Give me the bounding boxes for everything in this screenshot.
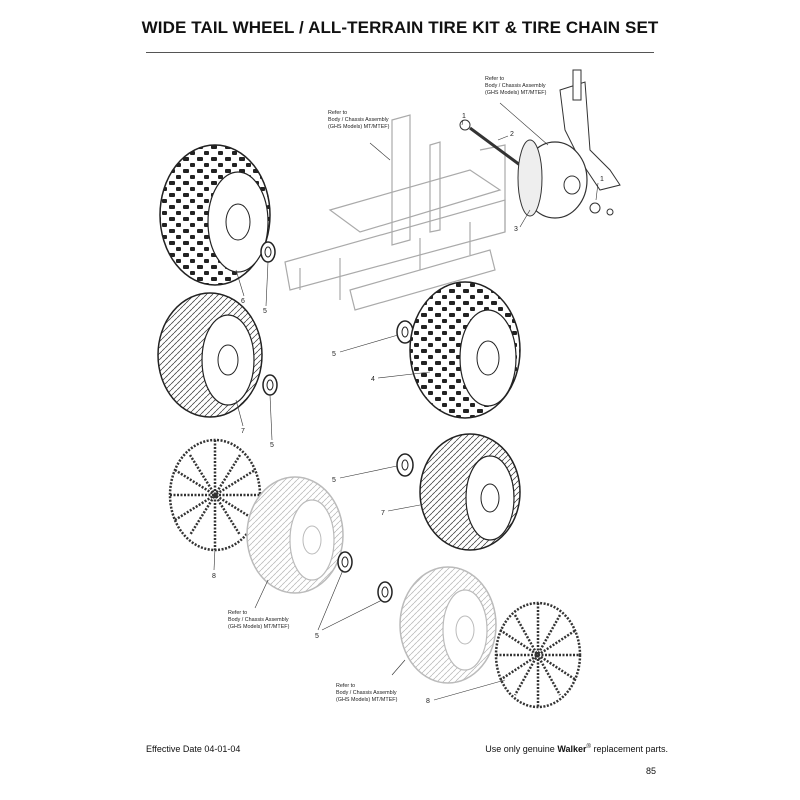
svg-text:Refer to: Refer to — [228, 610, 247, 616]
hub-washer-5d — [337, 551, 353, 573]
part-number-6: 6 — [241, 298, 245, 305]
tail-wheel-assembly — [459, 69, 621, 219]
svg-text:Body / Chassis Assembly: Body / Chassis Assembly — [485, 83, 546, 89]
callout-top-right: Refer to Body / Chassis Assembly (GHS Mo… — [485, 76, 547, 96]
callout-bottom-center: Refer to Body / Chassis Assembly (GHS Mo… — [336, 683, 398, 703]
all-terrain-tire-4 — [409, 281, 521, 419]
part-numbers: 1 2 1 3 6 5 5 4 7 5 5 7 8 5 8 — [212, 113, 604, 705]
part-number-5e: 5 — [315, 633, 319, 640]
part-number-7b: 7 — [381, 510, 385, 517]
chassis-frame — [284, 114, 506, 311]
leader-lines — [213, 102, 599, 701]
svg-text:Body / Chassis Assembly: Body / Chassis Assembly — [336, 690, 397, 696]
svg-text:Refer to: Refer to — [328, 110, 347, 116]
svg-text:Refer to: Refer to — [485, 76, 504, 82]
hub-washer-5c — [396, 320, 414, 344]
svg-text:(GHS Models) MT/MTEF): (GHS Models) MT/MTEF) — [336, 697, 398, 703]
part-number-5a: 5 — [263, 308, 267, 315]
page-title: WIDE TAIL WHEEL / ALL-TERRAIN TIRE KIT &… — [141, 18, 659, 37]
part-number-1b: 1 — [600, 176, 604, 183]
part-number-7a: 7 — [241, 428, 245, 435]
svg-text:(GHS Models) MT/MTEF): (GHS Models) MT/MTEF) — [485, 90, 547, 96]
callout-top-center: Refer to Body / Chassis Assembly (GHS Mo… — [328, 110, 390, 130]
brand-name: Walker — [557, 744, 587, 754]
part-number-1a: 1 — [462, 113, 466, 120]
turf-tire-light-right — [399, 566, 497, 684]
part-number-4: 4 — [371, 376, 375, 383]
callout-bottom-left: Refer to Body / Chassis Assembly (GHS Mo… — [228, 610, 290, 630]
part-number-8b: 8 — [426, 698, 430, 705]
part-number-5c: 5 — [270, 442, 274, 449]
turf-tire-7b — [419, 433, 521, 551]
hub-washer-5f — [377, 581, 393, 603]
hub-washer-5a — [260, 241, 276, 263]
part-number-3: 3 — [514, 226, 518, 233]
turf-tire-7a — [157, 292, 263, 418]
effective-date: Effective Date 04-01-04 — [146, 744, 241, 754]
turf-tire-light-center — [246, 476, 344, 594]
all-terrain-tire-6 — [159, 144, 271, 286]
hub-washer-5e — [396, 453, 414, 477]
part-number-8a: 8 — [212, 573, 216, 580]
svg-text:Refer to: Refer to — [336, 683, 355, 689]
genuine-parts-notice: Use only genuine Walker® replacement par… — [485, 744, 668, 754]
title-divider — [146, 52, 654, 53]
page-number: 85 — [645, 766, 656, 776]
tire-chain-8b — [494, 601, 582, 709]
part-number-5d: 5 — [332, 477, 336, 484]
svg-text:(GHS Models) MT/MTEF): (GHS Models) MT/MTEF) — [328, 124, 390, 130]
hub-washer-5b — [262, 374, 278, 396]
part-number-5b: 5 — [332, 351, 336, 358]
svg-text:(GHS Models) MT/MTEF): (GHS Models) MT/MTEF) — [228, 624, 290, 630]
part-number-2: 2 — [510, 131, 514, 138]
svg-text:Body / Chassis Assembly: Body / Chassis Assembly — [228, 617, 289, 623]
svg-text:Body / Chassis Assembly: Body / Chassis Assembly — [328, 117, 389, 123]
